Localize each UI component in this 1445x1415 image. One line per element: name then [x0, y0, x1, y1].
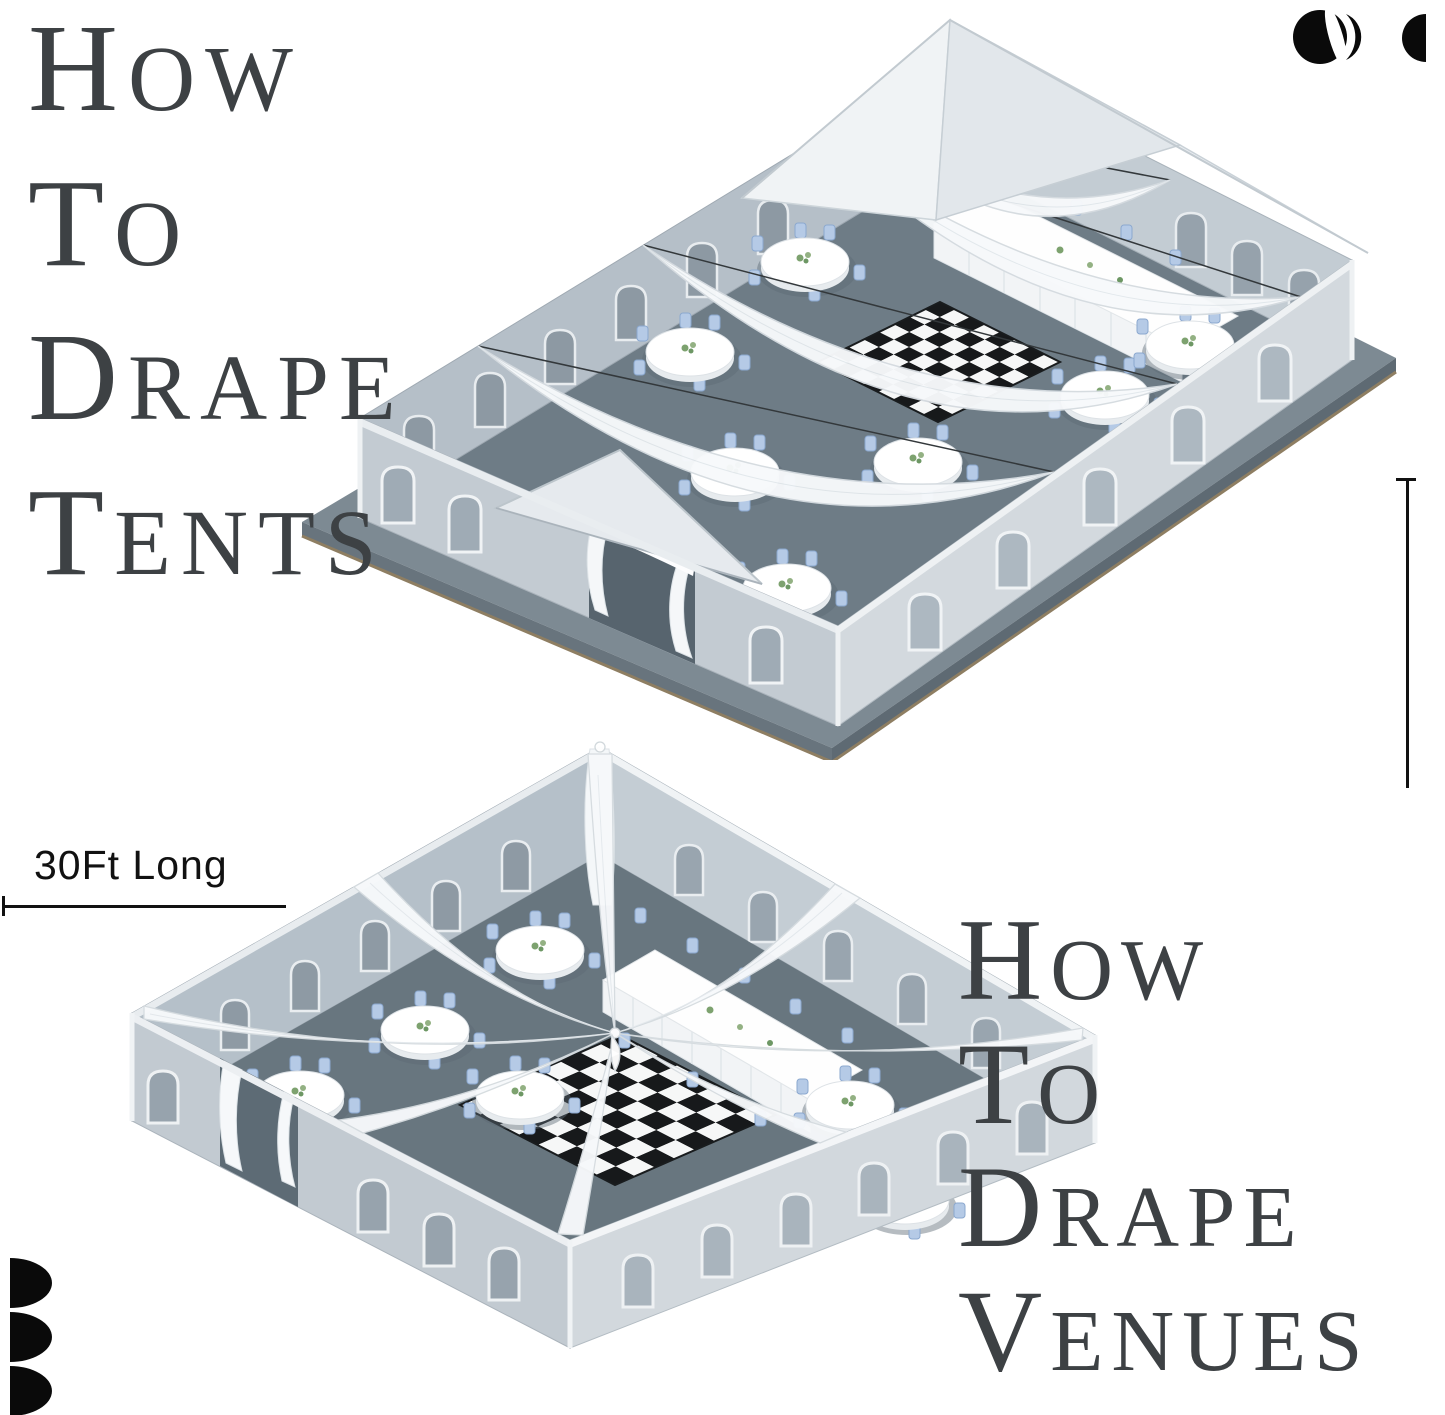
entrance-curtain [219, 1060, 243, 1172]
arched-window [748, 625, 784, 685]
arched-window [1170, 405, 1206, 465]
title-line: to [28, 153, 192, 292]
tent-draping-illustration [301, 18, 1397, 760]
entrance-curtain [586, 519, 609, 617]
page-title-venues: How to Drape Venues [958, 903, 1371, 1397]
arched-window [447, 494, 483, 554]
arched-window [473, 371, 507, 429]
arched-window [907, 592, 943, 652]
arched-window [487, 1246, 521, 1302]
page-title-tents: How to Drape Tents [28, 6, 406, 625]
arched-window [356, 1178, 390, 1234]
arched-window [1257, 343, 1293, 403]
brand-crescent [1346, 14, 1362, 60]
arched-window [1082, 467, 1118, 527]
arched-window [430, 879, 462, 933]
venue-draping-illustration [129, 741, 1098, 1349]
title-line: Drape [28, 308, 406, 447]
arched-window [621, 1253, 655, 1309]
arched-window [673, 843, 705, 897]
stacked-half-disc-icons [10, 1258, 52, 1415]
radial-ceiling-drapes [143, 741, 1084, 1236]
dimension-line-horizontal [2, 905, 286, 908]
brand-half-disc [10, 1312, 52, 1362]
brand-half-disc [1402, 14, 1426, 62]
arched-window [422, 1212, 456, 1268]
entrance-curtain [669, 556, 693, 659]
arched-window [1230, 239, 1264, 297]
arched-window [896, 972, 928, 1026]
arched-window [289, 959, 321, 1013]
drape-hub-tail [610, 1033, 621, 1073]
arched-window [857, 1161, 891, 1217]
arched-window [359, 919, 391, 973]
title-line: Tents [28, 462, 387, 601]
arched-window [1015, 1100, 1049, 1156]
entrance-curtain [277, 1091, 296, 1188]
title-line: How [28, 0, 303, 137]
arched-window [936, 1130, 970, 1186]
arched-window [500, 839, 532, 893]
arched-window [543, 328, 577, 386]
dimension-tick [1396, 478, 1416, 481]
arched-window [822, 929, 854, 983]
dimension-tick [2, 896, 5, 916]
tent-eave-trim [357, 260, 1355, 726]
venue-front-left-wall [131, 1012, 571, 1349]
title-line: Drape [958, 1143, 1305, 1273]
title-line: How [958, 896, 1212, 1025]
arched-window [380, 465, 416, 525]
dimension-label: 30Ft Long [34, 842, 228, 888]
split-circle-and-crescent-icon [1293, 6, 1426, 68]
arched-window [995, 530, 1031, 590]
tent-dance-floor [815, 300, 1063, 424]
arched-window [747, 890, 779, 944]
tent-roof [740, 18, 1369, 254]
title-line: to [958, 1019, 1109, 1149]
arched-window [779, 1192, 813, 1248]
arched-window [146, 1069, 180, 1125]
brand-half-disc [10, 1366, 52, 1415]
title-line: Venues [958, 1266, 1371, 1396]
brand-half-disc [10, 1258, 52, 1308]
arched-window [1174, 211, 1208, 269]
arched-window [700, 1223, 734, 1279]
dimension-line-vertical [1406, 478, 1409, 788]
